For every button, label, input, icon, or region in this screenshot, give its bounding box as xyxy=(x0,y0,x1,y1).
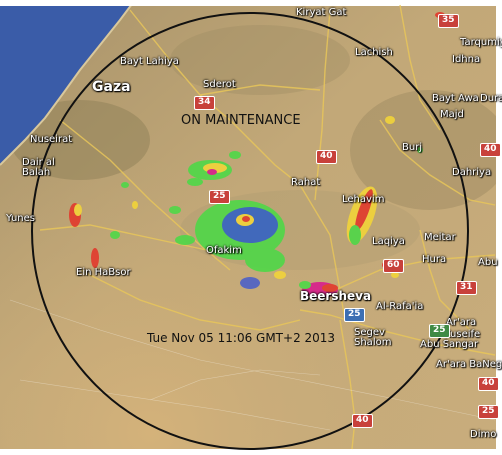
place-label: Dahriya xyxy=(452,167,492,178)
place-label: Idhna xyxy=(452,54,481,65)
place-label: Ar'ara xyxy=(446,317,477,328)
place-label: Ofakim xyxy=(206,245,242,256)
place-label: Kuseife xyxy=(444,329,481,340)
road-shield: 34 xyxy=(194,96,215,110)
place-label: Tarqumiya xyxy=(460,37,502,48)
sea-area xyxy=(0,0,135,165)
radar-cell xyxy=(299,281,338,298)
place-label: Majd xyxy=(440,109,464,120)
place-label: Gaza xyxy=(92,79,131,95)
place-label: Rahat xyxy=(291,177,321,188)
place-label: Abu xyxy=(478,257,498,268)
road-shield: 40 xyxy=(352,414,373,428)
road-shield: 25 xyxy=(209,190,230,204)
radar-range-ring xyxy=(31,12,469,450)
place-label: Lachish xyxy=(355,47,393,58)
road-shield: 25 xyxy=(478,405,499,419)
road-shield: 25 xyxy=(344,308,365,322)
road-shield: 40 xyxy=(316,150,337,164)
road-shield: 40 xyxy=(480,143,501,157)
radar-cell xyxy=(187,151,241,186)
place-label: Burj xyxy=(402,142,423,153)
place-label: Bayt Awa xyxy=(432,93,479,104)
maintenance-status: ON MAINTENANCE xyxy=(181,113,301,128)
place-label: Dura xyxy=(480,93,502,104)
place-label: Dimo xyxy=(470,429,497,440)
place-label: Bayt Lahiya xyxy=(120,56,179,67)
road-shield: 35 xyxy=(438,14,459,28)
place-label: Segev Shalom xyxy=(354,327,392,348)
road-shield: 40 xyxy=(478,377,499,391)
place-label: Lehavim xyxy=(342,194,385,205)
road-shield: 25 xyxy=(429,324,450,338)
place-label: Beersheva xyxy=(300,289,372,303)
place-label: Abu Sangar xyxy=(420,339,479,350)
place-label: Sderot xyxy=(203,79,236,90)
road-shield: 60 xyxy=(383,259,404,273)
place-label: Nuseirat xyxy=(30,134,73,145)
place-label: Laqiya xyxy=(372,236,405,247)
place-label: Ein HaBsor xyxy=(76,267,131,278)
place-label: Yunes xyxy=(6,213,35,224)
radar-cell xyxy=(69,182,138,268)
road-shield: 31 xyxy=(456,281,477,295)
place-label: Ar'ara BaNegev xyxy=(436,359,502,370)
radar-timestamp: Tue Nov 05 11:06 GMT+2 2013 xyxy=(147,331,336,345)
roads xyxy=(39,4,496,450)
place-label: Meitar xyxy=(424,232,456,243)
place-label: Dair al Balah xyxy=(22,157,55,178)
place-label: Kiryat Gat xyxy=(296,7,347,18)
radar-cell xyxy=(169,200,286,289)
place-label: Al-Rafa'ia xyxy=(376,301,424,312)
place-label: Hura xyxy=(422,254,447,265)
